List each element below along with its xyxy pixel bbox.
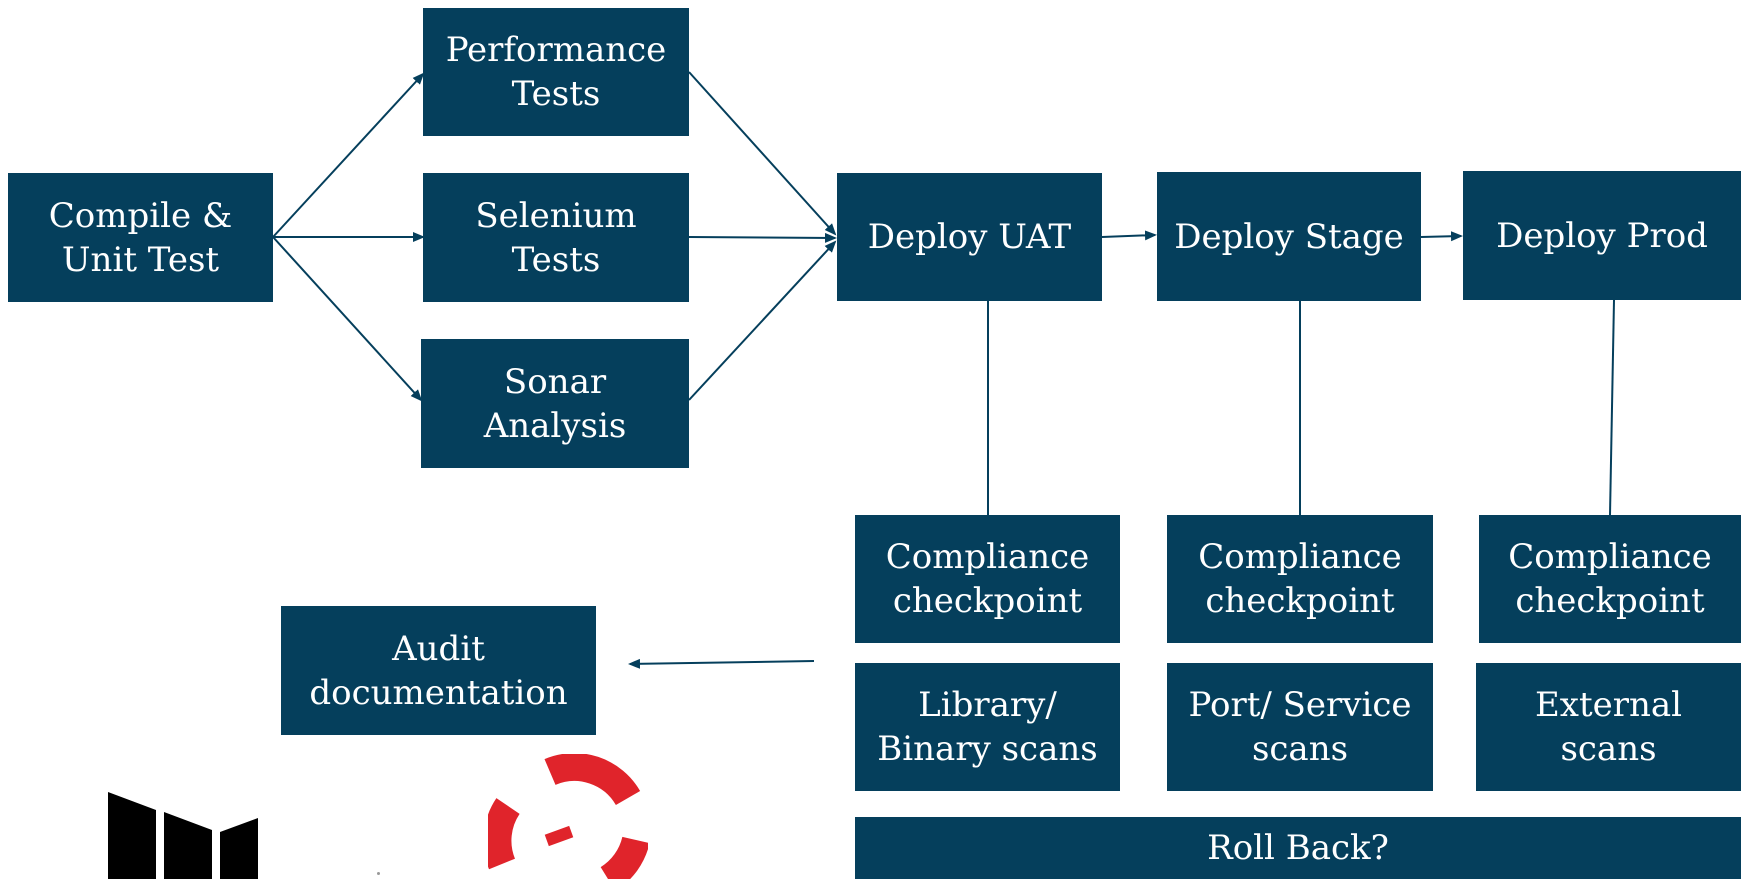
arrow-to-audit	[628, 658, 815, 669]
compliance-checkpoint-prod-box: Compliance checkpoint	[1479, 515, 1741, 643]
audit-documentation-label: Audit documentation	[309, 628, 568, 713]
roll-back-banner: Roll Back?	[855, 817, 1741, 879]
port-service-scans-label: Port/ Service scans	[1188, 685, 1412, 769]
arrow-uat-to-stage	[1101, 230, 1157, 241]
sonar-analysis-box: Sonar Analysis	[421, 339, 689, 468]
sonar-analysis-label: Sonar Analysis	[483, 361, 627, 446]
external-scans-label: External scans	[1534, 685, 1683, 769]
arrow-sonar-to-uat	[688, 240, 837, 401]
arrow-selenium-to-uat	[688, 232, 837, 243]
compliance-checkpoint-uat-label: Compliance checkpoint	[885, 537, 1090, 621]
port-service-scans-box: Port/ Service scans	[1167, 663, 1433, 791]
deploy-prod-label: Deploy Prod	[1496, 215, 1708, 256]
compile-unit-test-label: Compile & Unit Test	[48, 195, 233, 280]
deploy-uat-box: Deploy UAT	[837, 173, 1102, 301]
arrow-stage-to-prod	[1420, 231, 1463, 242]
dark-block-logo-icon	[108, 792, 258, 879]
external-scans-box: External scans	[1476, 663, 1741, 791]
deploy-stage-box: Deploy Stage	[1157, 172, 1421, 301]
small-dot	[377, 872, 380, 875]
performance-tests-label: Performance Tests	[445, 30, 667, 114]
red-ring-logo-icon	[488, 754, 648, 879]
compliance-checkpoint-stage-label: Compliance checkpoint	[1198, 537, 1402, 621]
arrow-performance-to-uat	[688, 71, 837, 236]
audit-documentation-box: Audit documentation	[281, 606, 596, 735]
library-binary-scans-label: Library/ Binary scans	[877, 685, 1098, 769]
performance-tests-box: Performance Tests	[423, 8, 689, 136]
compliance-checkpoint-uat-box: Compliance checkpoint	[855, 515, 1120, 643]
selenium-tests-label: Selenium Tests	[475, 195, 637, 280]
arrow-compile-to-sonar	[272, 236, 423, 402]
compliance-checkpoint-prod-label: Compliance checkpoint	[1508, 537, 1712, 621]
compliance-checkpoint-stage-box: Compliance checkpoint	[1167, 515, 1433, 643]
selenium-tests-box: Selenium Tests	[423, 173, 689, 302]
compile-unit-test-box: Compile & Unit Test	[8, 173, 273, 302]
deploy-uat-label: Deploy UAT	[867, 217, 1072, 257]
roll-back-label: Roll Back?	[1207, 828, 1389, 868]
deploy-stage-label: Deploy Stage	[1174, 216, 1404, 257]
line-prod-to-checkpoint	[1609, 299, 1615, 516]
arrow-compile-to-performance	[272, 72, 425, 238]
library-binary-scans-box: Library/ Binary scans	[855, 663, 1120, 791]
deploy-prod-box: Deploy Prod	[1463, 171, 1741, 300]
